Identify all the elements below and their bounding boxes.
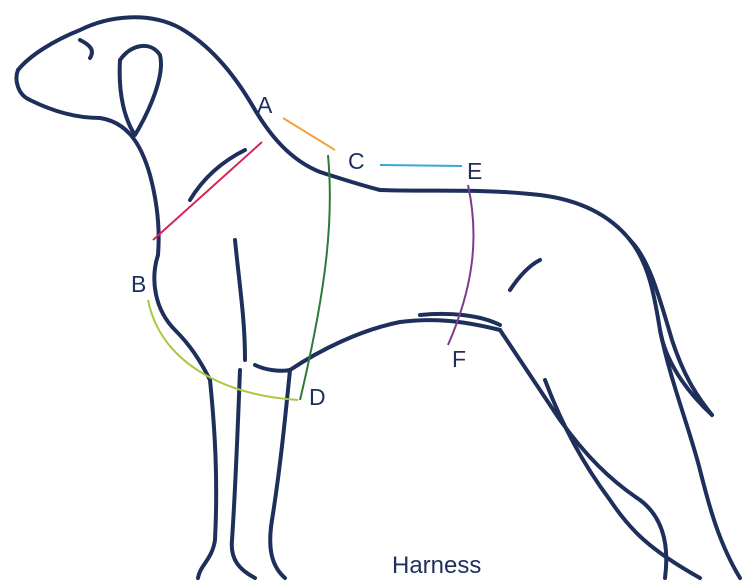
measure-line-b-curve <box>147 299 299 401</box>
label-f: F <box>452 346 467 372</box>
label-d: D <box>309 384 326 410</box>
label-a: A <box>257 92 273 118</box>
label-c: C <box>348 148 365 174</box>
label-e: E <box>467 158 483 184</box>
measure-line-f <box>447 184 475 346</box>
measure-line-a <box>282 117 336 151</box>
measure-line-b <box>152 141 263 241</box>
dog-outline <box>14 15 742 580</box>
measure-line-d-girth <box>299 154 331 401</box>
diagram-caption: Harness <box>392 552 482 579</box>
measure-line-c <box>379 164 463 167</box>
label-b: B <box>131 271 147 297</box>
